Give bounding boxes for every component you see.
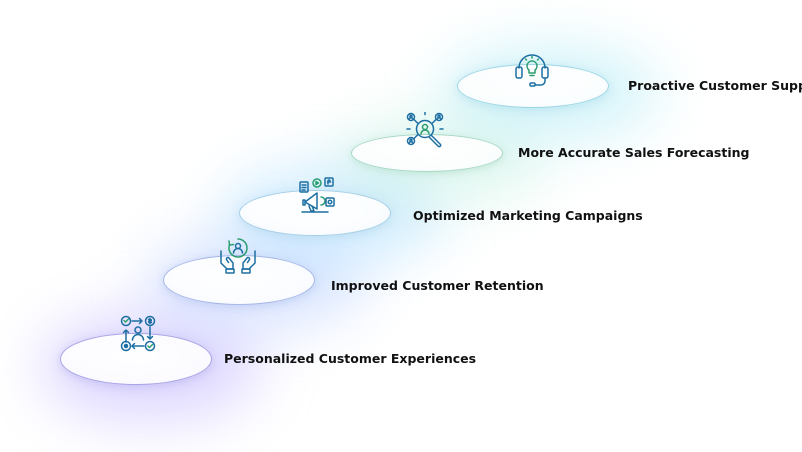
hands-user-icon: [218, 236, 258, 276]
step-2-platform: [163, 255, 315, 305]
step-2-label: Improved Customer Retention: [331, 278, 544, 293]
step-1-platform: [60, 333, 212, 385]
step-1-label: Personalized Customer Experiences: [224, 351, 477, 366]
step-4-label: More Accurate Sales Forecasting: [518, 145, 750, 160]
magnifier-users-icon: [405, 112, 445, 152]
marketing-megaphone-icon: [297, 175, 337, 215]
headset-bulb-icon: [512, 48, 552, 88]
step-4-platform: [351, 134, 503, 172]
step-3-platform: [239, 190, 391, 236]
step-5-label: Proactive Customer Support: [628, 78, 802, 93]
step-3-label: Optimized Marketing Campaigns: [413, 208, 643, 223]
customer-journey-icon: [118, 313, 158, 353]
